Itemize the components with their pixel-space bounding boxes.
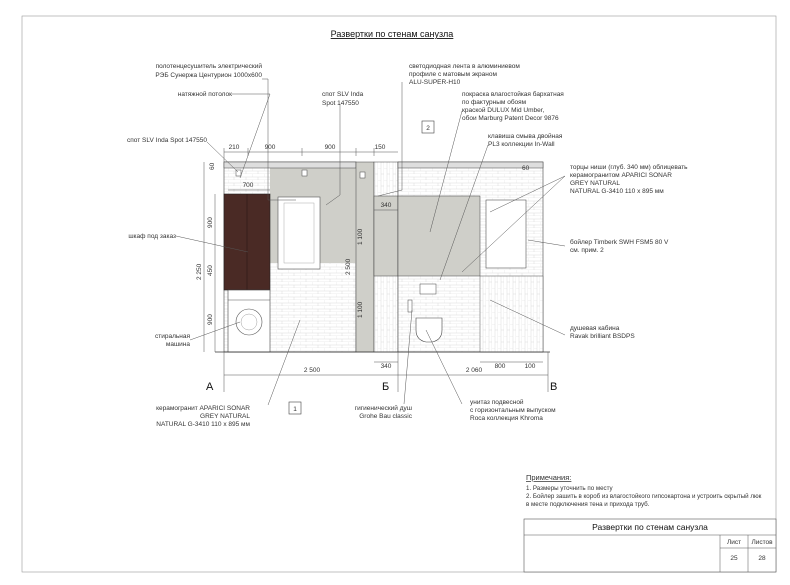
dim-v2250: 2 250 — [196, 263, 203, 280]
label-niche-1: торцы ниши (глуб. 340 мм) облицевать — [570, 163, 688, 171]
label-flush-2: PL3 коллекции In-Wall — [488, 141, 555, 148]
notes-heading: Примечания: — [526, 473, 571, 482]
tag-1: 1 — [293, 406, 297, 413]
label-paint-1: покраска влагостойкая бархатная — [462, 90, 564, 98]
label-paint-2: по фактурным обоям — [462, 98, 527, 106]
hygienic-shower — [407, 299, 413, 313]
title-block: Развертки по стенам санузла Лист Листов … — [523, 518, 777, 573]
label-shower-2: Ravak brilliant BSDPS — [570, 333, 635, 340]
dim-150: 150 — [375, 144, 386, 151]
label-shower-1: душевая кабина — [570, 324, 620, 332]
dim-700: 700 — [243, 182, 254, 189]
drawing-title: Развертки по стенам санузла — [331, 29, 454, 39]
dim-900a: 900 — [265, 144, 276, 151]
left-vertical-dimensions: 900 450 900 2 250 — [196, 162, 216, 352]
dim-v450: 450 — [207, 265, 214, 276]
dim-340a: 340 — [381, 202, 392, 209]
tag-2: 2 — [426, 125, 430, 132]
axis-b: Б — [382, 381, 389, 393]
dim-100: 100 — [525, 363, 536, 370]
axis-c: В — [550, 381, 557, 393]
label-led-2: профиле с матовым экраном — [409, 71, 497, 78]
label-washer-2: машина — [166, 341, 191, 348]
dim-60b: 60 — [522, 165, 530, 172]
label-led-1: светодиодная лента в алюминиевом — [409, 63, 520, 70]
notes-block: Примечания: 1. Размеры уточнить по месту… — [526, 473, 762, 508]
label-hygienic-1: гигиенический душ — [355, 404, 412, 412]
label-spot-left: спот SLV Inda Spot 147550 — [127, 137, 207, 144]
axis-a: А — [206, 381, 214, 393]
dim-v1100: 1 100 — [357, 228, 364, 245]
label-wc-2: с горизонтальным выпуском — [470, 407, 556, 414]
label-wc-1: унитаз подвесной — [470, 398, 524, 406]
label-spot-inda-2: Spot 147550 — [322, 100, 359, 107]
dim-b2060: 2 060 — [466, 367, 483, 374]
note-1: 1. Размеры уточнить по месту — [526, 485, 614, 492]
label-flush-1: клавиша смыва двойная — [488, 132, 563, 140]
label-boiler-1: бойлер Timberk SWH FSM5 80 V — [570, 238, 669, 246]
label-niche-2: керамогранитом APARICI SONAR — [570, 172, 672, 179]
dim-v900: 900 — [207, 217, 214, 228]
note-2a: 2. Бойлер зашить в короб из влагостойког… — [526, 493, 762, 500]
tag-1-box — [288, 401, 302, 415]
flush-plate — [419, 283, 437, 295]
stamp-title: Развертки по стенам санузла — [592, 522, 708, 532]
label-wc-3: Roca коллекция Khroma — [470, 415, 543, 422]
label-paint-4: обои Marburg Patent Decor 9876 — [462, 114, 559, 122]
washing-machine — [227, 289, 271, 353]
dim-v1100b: 1 100 — [357, 301, 364, 318]
tag-2-box — [421, 120, 435, 134]
dim-v2500: 2 500 — [345, 258, 352, 275]
bottom-dimensions: 340 800 100 2 500 2 060 — [223, 352, 549, 380]
sheet-frame — [21, 15, 777, 573]
boiler — [485, 199, 527, 269]
leader-lines — [175, 78, 566, 406]
dim-340b: 340 — [381, 363, 392, 370]
niche-side-wall — [355, 161, 375, 353]
shower-cabin — [479, 275, 544, 353]
label-tile-3: NATURAL G-3410 110 х 895 мм — [156, 421, 250, 428]
label-boiler-2: см. прим. 2 — [570, 247, 604, 254]
label-tile-1: керамогранит APARICI SONAR — [156, 405, 250, 412]
stamp-sheets-total: 28 — [758, 555, 766, 562]
dim-60a: 60 — [209, 162, 216, 170]
label-niche-3: GREY NATURAL — [570, 180, 620, 187]
stamp-sheet-no: 25 — [730, 555, 738, 562]
spot-light-1 — [235, 169, 242, 177]
stamp-sheet-label: Лист — [727, 539, 741, 546]
label-towel-warmer-2: РЭБ Сунержа Центурион 1000х600 — [155, 72, 262, 79]
label-ceiling: натяжной потолок — [178, 90, 232, 98]
washer-door — [235, 308, 263, 336]
note-2b: в месте подключения тена и прихода труб. — [526, 501, 650, 508]
label-washer-1: стиральная — [155, 333, 190, 340]
top-dimensions: 210 900 900 150 — [223, 144, 398, 162]
label-tile-2: GREY NATURAL — [200, 413, 250, 420]
dim-v900b: 900 — [207, 314, 214, 325]
label-towel-warmer-1: полотенцесушитель электрический — [156, 62, 263, 70]
dim-900b: 900 — [325, 144, 336, 151]
label-niche-4: NATURAL G-3410 110 х 895 мм — [570, 188, 664, 195]
stamp-sheets-label: Листов — [751, 539, 773, 546]
painted-wall-right — [397, 195, 481, 277]
spot-light-2 — [301, 169, 308, 177]
dim-800: 800 — [495, 363, 506, 370]
dim-b2500: 2 500 — [304, 367, 321, 374]
towel-warmer — [277, 196, 321, 270]
dim-210: 210 — [229, 144, 240, 151]
wall-hung-wc — [415, 317, 443, 343]
label-hygienic-2: Grohe Bau classic — [359, 413, 412, 420]
label-paint-3: краской DULUX Mid Umber, — [462, 106, 545, 114]
label-spot-inda-1: спот SLV Inda — [322, 91, 364, 98]
label-led-3: ALU-SUPER-H10 — [409, 79, 461, 86]
label-cabinet: шкаф под заказ — [128, 233, 176, 240]
